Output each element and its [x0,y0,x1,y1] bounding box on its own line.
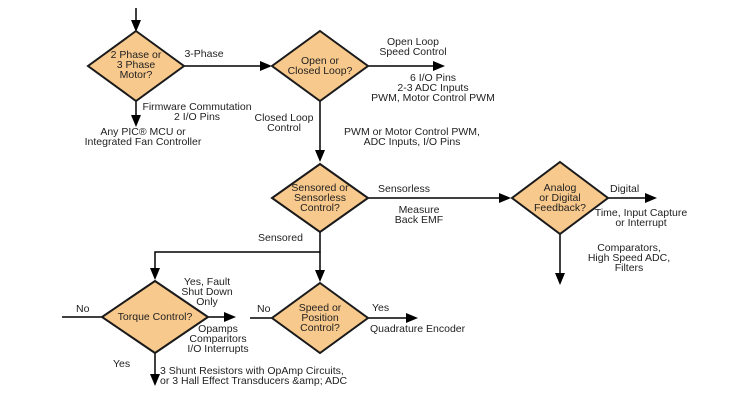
label-closed-loop-resources: PWM or Motor Control PWM, ADC Inputs, I/… [344,126,480,148]
node-label-phase-motor: 2 Phase or 3 Phase Motor? [110,49,162,81]
label-shunt-resistors: 3 Shunt Resistors with OpAmp Circuits, o… [160,365,348,387]
arrowhead-speed-yes [406,313,418,323]
arrowhead-3phase [260,61,272,71]
label-speed-yes: Yes [372,302,390,314]
label-digital-resources: Time, Input Capture or Interrupt [594,207,688,229]
label-analog-resources: Comparators, High Speed ADC, Filters [587,242,671,274]
node-open-closed-loop [270,29,370,103]
arrowhead-2phase [131,115,141,127]
node-speed-position-control [270,281,370,355]
label-torque-no: No [76,303,90,315]
arrowhead-closed-loop [315,150,325,162]
edge-sensored-left [154,232,321,269]
arrowhead-analog [555,273,565,285]
arrowhead-start [131,20,141,32]
arrowhead-digital [645,193,657,203]
node-label-sensored-sensorless: Sensored or Sensorless Control? [291,182,349,214]
arrowhead-open-loop [433,61,445,71]
label-torque-yes: Yes [113,358,131,370]
label-closed-loop: Closed Loop Control [254,112,314,134]
label-any-pic-mcu: Any PIC® MCU or Integrated Fan Controlle… [84,126,202,148]
label-torque-opamps: Opamps Comparitors I/O Interrupts [187,323,249,355]
label-speed-no: No [257,303,271,315]
arrowhead-sensored-left [150,268,160,280]
node-label-analog-digital: Analog or Digital Feedback? [534,182,586,214]
label-3phase: 3-Phase [184,48,224,60]
label-sensorless: Sensorless [378,183,430,195]
node-label-open-closed-loop: Open or Closed Loop? [287,55,353,77]
node-analog-digital-feedback [510,160,610,236]
label-firmware-commutation: Firmware Commutation 2 I/O Pins [142,101,252,123]
node-label-torque-control: Torque Control? [117,311,193,323]
label-torque-yes-fault: Yes, Fault Shut Down Only [181,276,233,308]
arrowhead-sensored-down [315,270,325,282]
label-digital: Digital [610,183,640,195]
arrowhead-torque-fault [224,312,236,322]
arrowhead-torque-yes [150,374,160,386]
label-open-loop-resources: 6 I/O Pins 2-3 ADC Inputs PWM, Motor Con… [371,72,495,104]
node-phase-motor [86,29,186,103]
arrowhead-sensorless [499,193,511,203]
label-open-loop: Open Loop Speed Control [379,36,447,58]
label-measure-back-emf: Measure Back EMF [394,204,444,226]
node-torque-control [100,279,210,355]
label-sensored: Sensored [258,232,303,244]
node-sensored-sensorless [270,162,370,234]
label-quadrature-encoder: Quadrature Encoder [370,323,466,335]
node-label-speed-position: Speed or Position Control? [298,302,342,334]
